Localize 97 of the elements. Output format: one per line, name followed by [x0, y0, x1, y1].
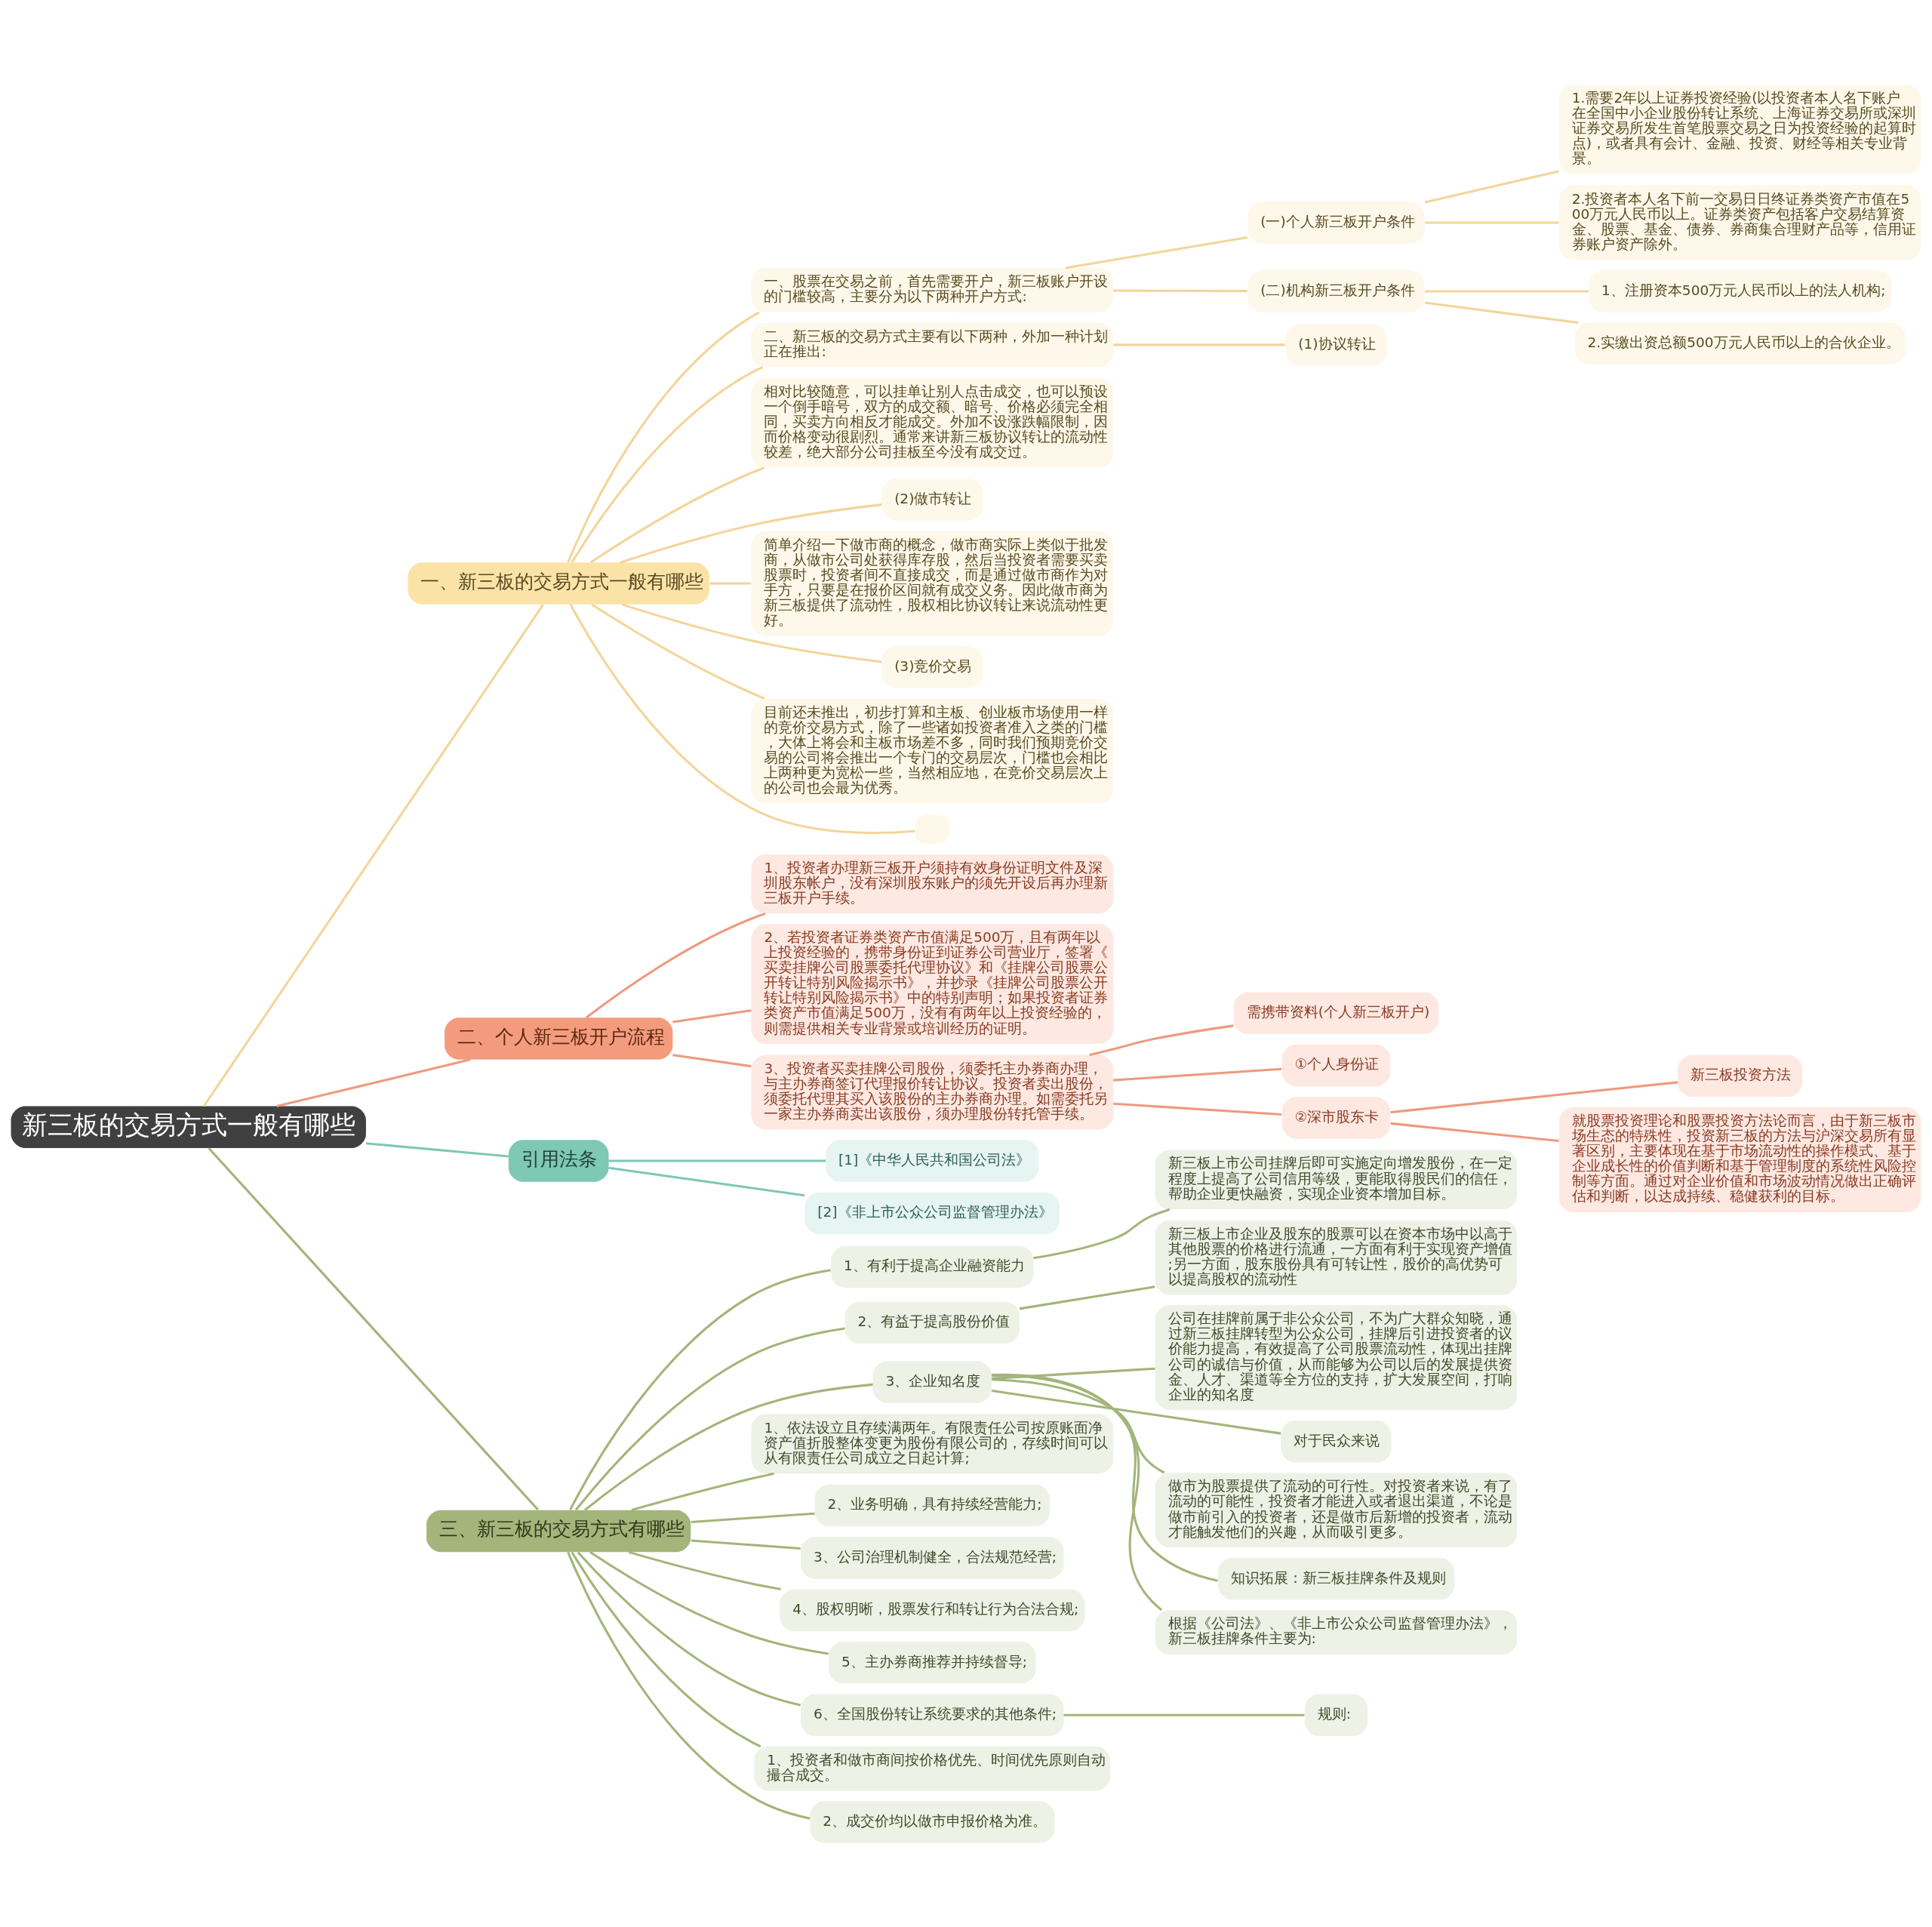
node-box: 简单介绍一下做市商的概念，做市商实际上类似于批发商，从做市公司处获得库存股，然后当投资者需要买卖股票时，投资者间不直接成交，而是通过做市商作为对手方，只要是在报价区间就有成交义务。因此做市商为新三板提供了流动性，股权相比协议转让来说流动性更好。 [751, 531, 1114, 636]
connector [672, 1008, 752, 1024]
connector [1019, 1285, 1155, 1310]
connector [276, 1057, 471, 1107]
node-box: (2)做市转让 [881, 478, 983, 521]
connector [1424, 301, 1579, 324]
node-box: 新三板上市公司挂牌后即可实施定向增发股份，在一定程度上提高了公司信用等级，更能取得股民们的信任，帮助企业更快融资，实现企业资本增加目标。 [1155, 1149, 1518, 1209]
connector [620, 503, 882, 564]
connector [589, 466, 764, 563]
connector [1425, 220, 1559, 223]
connector [1390, 1122, 1559, 1142]
connector [208, 1147, 539, 1510]
connector [202, 603, 544, 1107]
node-box: 2、业务明确，具有持续经营能力; [814, 1484, 1051, 1526]
connector [1033, 1208, 1171, 1259]
node-box: 对于民众来说 [1281, 1420, 1392, 1462]
connector [992, 1367, 1155, 1380]
node-box: 就股票投资理论和股票投资方法论而言，由于新三板市场生态的特殊性，投资新三板的方法与沪深交易所有显著区别，主要体现在基于市场流动性的操作模式、基于企业成长性的价值判断和基于管理制度的系统性风险控制等方面。通过对企业价值和市场波动情况做出正确评估和判断，以达成持续、稳健获利的目标。 [1558, 1107, 1921, 1212]
node-box: 一、新三板的交易方式一般有哪些 [408, 562, 709, 605]
connector [691, 1539, 801, 1550]
connector [569, 603, 915, 834]
connector [1113, 289, 1247, 292]
connector [631, 1472, 774, 1511]
connector [1063, 1713, 1305, 1716]
node-box: (3)竞价交易 [881, 645, 983, 688]
connector [1089, 1024, 1234, 1056]
connector [1113, 1067, 1282, 1082]
node-box: (1)协议转让 [1285, 323, 1387, 366]
node-box: [1]《中华人民共和国公司法》 [826, 1139, 1039, 1182]
node-box: 2.投资者本人名下前一交易日日终证券类资产市值在500万元人民币以上。证券类资产包括客户交易结算资金、股票、基金、债券、券商集合理财产品等，信用证券账户资产除外。 [1558, 185, 1921, 260]
connector [672, 1053, 752, 1067]
node-box: 1、依法设立且存续满两年。有限责任公司按原账面净资产值折股整体变更为股份有限公司的，存续时间可以从有限责任公司成立之日起计算; [751, 1414, 1114, 1473]
node-box: 5、主办券商推荐并持续督导; [829, 1641, 1036, 1684]
connector [1113, 343, 1285, 346]
connector [574, 1326, 845, 1510]
connector [991, 1389, 1281, 1435]
node-box: 做市为股票提供了流动的可行性。对投资者来说，有了流动的可能性，投资者才能进入或者退出渠道，不论是做市前引入的投资者，还是做市后新增的投资者，流动才能触发他们的兴趣，从而吸引更多。 [1155, 1472, 1518, 1547]
node-box: 1、投资者办理新三板开户须持有效身份证明文件及深圳股东帐户，没有深圳股东账户的须先开设后再办理新三板开户手续。 [751, 854, 1114, 913]
node-box: 二、个人新三板开户流程 [445, 1017, 673, 1060]
node-box: [2]《非上市公众公司监督管理办法》 [804, 1192, 1060, 1234]
node-box: 相对比较随意，可以挂单让别人点击成交，也可以预设一个倒手暗号，双方的成交额、暗号、价格必须完全相同，买卖方向相反才能成交。外加不设涨跌幅限制，因而价格变动很剧烈。通常来讲新三板协议转让的流动性较差，绝大部分公司挂板至今没有成交过。 [751, 377, 1114, 468]
connector [567, 1551, 811, 1820]
connector [1425, 289, 1589, 292]
node-box: 知识拓展：新三板挂牌条件及规则 [1217, 1557, 1454, 1599]
connector [992, 1374, 1218, 1582]
connector [1424, 169, 1559, 203]
connector [1113, 1102, 1282, 1116]
connector [1390, 1080, 1678, 1113]
node-box: 二、新三板的交易方式主要有以下两种，外加一种计划正在推出: [751, 322, 1114, 367]
connector [628, 1550, 781, 1590]
connector [569, 1268, 831, 1510]
node-box: 1、有利于提高企业融资能力 [831, 1245, 1034, 1288]
node-box: 3、公司治理机制健全，合法规范经营; [801, 1536, 1064, 1579]
connector [691, 1512, 815, 1523]
node-box: 三、新三板的交易方式有哪些 [426, 1510, 691, 1552]
connector [589, 1550, 829, 1655]
node-box: 引用法条 [508, 1139, 609, 1182]
node-box: 新三板上市企业及股东的股票可以在资本市场中以高于其他股票的价格进行流通，一方面有利于实现资产增值;另一方面，股东股份具有可转让性，股价的高优势可以提高股权的流动性 [1155, 1220, 1518, 1294]
connector [365, 1141, 509, 1158]
node-box: 根据《公司法》、《非上市公众公司监督管理办法》，新三板挂牌条件主要为: [1155, 1609, 1518, 1655]
node-box: 一、股票在交易之前，首先需要开户，新三板账户开设的门槛较高，主要分为以下两种开户方式: [751, 267, 1114, 312]
connector [571, 365, 764, 563]
node-box: 2.实缴出资总额500万元人民币以上的合伙企业。 [1574, 322, 1906, 365]
node-box: 需携带资料(个人新三板开户) [1233, 991, 1439, 1034]
node-box [915, 814, 949, 844]
node-box: 3、投资者买卖挂牌公司股份，须委托主办券商办理，与主办券商签订代理报价转让协议。投资者卖出股份，须委托代理其买入该股份的主办券商办理。如需委托另一家主办券商卖出该股份，须办理股份转托管手续。 [751, 1054, 1114, 1129]
node-box: 2、有益于提高股份价值 [844, 1301, 1020, 1344]
node-box: 1、投资者和做市商间按价格优先、时间优先原则自动撮合成交。 [754, 1746, 1111, 1790]
connector [608, 1166, 805, 1196]
connector [621, 602, 882, 663]
connector [577, 1551, 801, 1707]
node-box: (一)个人新三板开户条件 [1247, 201, 1425, 244]
node-box: 1.需要2年以上证券投资经验(以投资者本人名下账户在全国中小企业股份转让系统、上海证券交易所或深圳证券交易所发生首笔股票交易之日为投资经验的起算时点)，或者具有会计、金融、投资、财经等相关专业背景。 [1558, 84, 1921, 174]
connector [591, 603, 765, 700]
connector [608, 1159, 826, 1162]
node-box: 新三板投资方法 [1678, 1054, 1803, 1097]
node-box: 目前还未推出，初步打算和主板、创业板市场使用一样的竞价交易方式，除了一些诸如投资者准入之类的门槛，大体上将会和主板市场差不多，同时我们预期竞价交易的公司将会推出一个专门的交易层次，门槛也会相比上两种更为宽松一些，当然相应地，在竞价交易层次上的公司也会最为优秀。 [751, 698, 1114, 804]
connector [992, 1378, 1165, 1473]
node-box: 6、全国股份转让系统要求的其他条件; [801, 1693, 1064, 1736]
node-box: 3、企业知名度 [872, 1360, 992, 1403]
node-box: ①个人身份证 [1281, 1044, 1391, 1086]
node-box: ②深市股东卡 [1281, 1096, 1391, 1139]
node-box: (二)机构新三板开户条件 [1247, 269, 1425, 312]
node-box: 公司在挂牌前属于非公众公司，不为广大群众知晓，通过新三板挂牌转型为公众公司，挂牌后引进投资者的议价能力提高，有效提高了公司股票流动性，体现出挂牌公司的诚信与价值，从而能够为公司以后的发展提供资金、人才、渠道等全方位的支持，扩大发展空间，打响企业的知名度 [1155, 1304, 1518, 1410]
node-box: 2、若投资者证券类资产市值满足500万，且有两年以上投资经验的，携带身份证到证券公司营业厅，签署《买卖挂牌公司股票委托代理协议》和《挂牌公司股票公开转让特别风险揭示书》，并抄录《挂牌公司股票公开转让特别风险揭示书》中的特别声明；如果投资者证券类资产市值满足500万，没有有两年以上投资经验的，则需提供相关专业背景或培训经历的证明。 [751, 923, 1114, 1044]
connector [571, 1551, 761, 1747]
node-box: 新三板的交易方式一般有哪些 [11, 1106, 366, 1148]
connector [585, 912, 766, 1018]
connector [709, 582, 752, 585]
node-box: 4、股权明晰，股票发行和转让行为合法合规; [780, 1589, 1085, 1631]
connector [567, 311, 760, 563]
node-box: 规则: [1304, 1693, 1368, 1736]
node-box: 2、成交价均以做市申报价格为准。 [810, 1800, 1055, 1843]
connector [584, 1383, 873, 1511]
connector [992, 1373, 1163, 1611]
connector [1065, 235, 1248, 269]
node-box: 1、注册资本500万元人民币以上的法人机构; [1589, 269, 1892, 312]
